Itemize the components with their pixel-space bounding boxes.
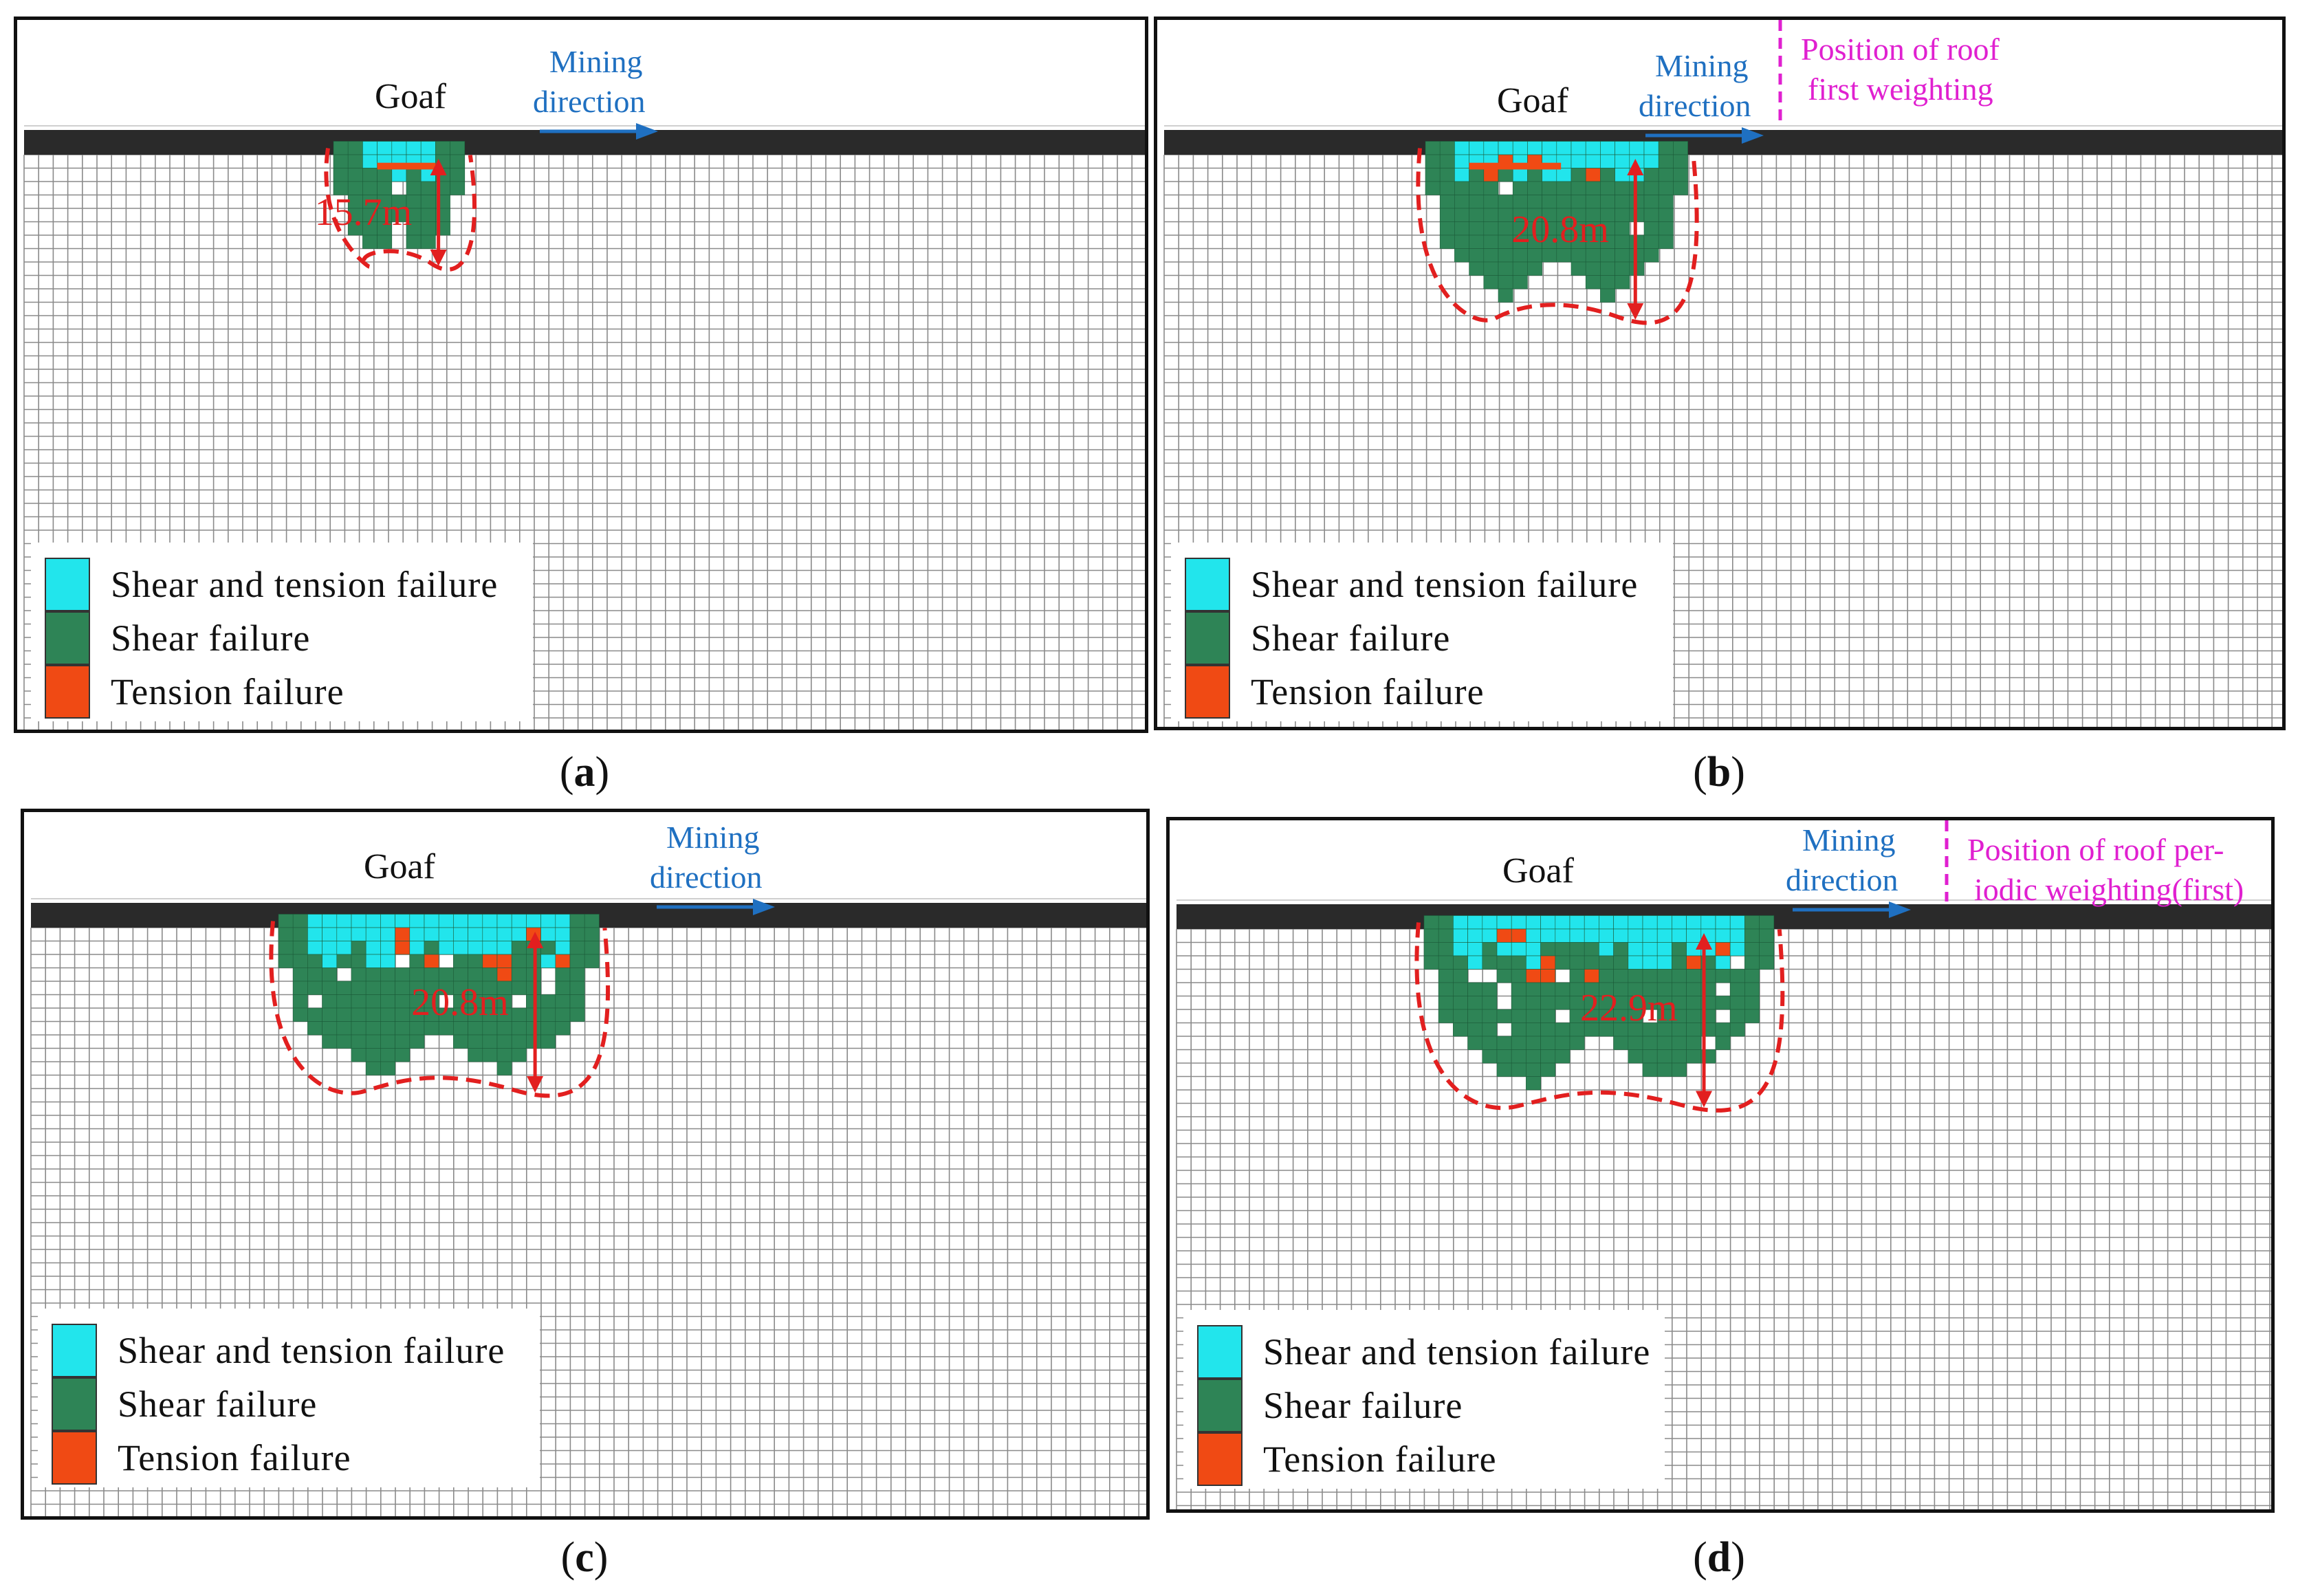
height-measurement: 22.9m — [1580, 987, 1678, 1030]
mining-label-line2: direction — [533, 84, 646, 119]
legend-label-shear: Shear failure — [111, 617, 311, 659]
legend-label-tension: Tension failure — [111, 671, 344, 712]
height-arrow — [430, 159, 447, 266]
panel-a-figure — [23, 123, 1145, 730]
weighting-position-label-line1: Position of roof per- — [1967, 832, 2224, 867]
legend-swatch-shear-tension — [1185, 558, 1230, 611]
legend-swatch-tension — [1185, 665, 1230, 719]
mining-direction-arrow — [1793, 901, 1911, 918]
failure-zone — [333, 141, 466, 249]
legend-label-tension: Tension failure — [1251, 671, 1485, 712]
panel-c-legend: Shear and tension failure Shear failure … — [38, 1309, 540, 1487]
mining-direction-arrow — [540, 123, 658, 140]
mining-label-line1: Mining — [1802, 822, 1896, 857]
height-arrow — [1627, 159, 1644, 320]
height-arrow — [1696, 933, 1713, 1108]
weighting-position-label-line1: Position of roof — [1801, 32, 2000, 67]
legend-swatch-shear-tension — [52, 1324, 97, 1377]
legend-label-shear-tension: Shear and tension failure — [1263, 1331, 1651, 1373]
legend-label-tension: Tension failure — [1263, 1439, 1497, 1480]
panel-b: Shear and tension failure Shear failure … — [1154, 17, 2286, 730]
tension-strip — [377, 162, 436, 170]
failure-boundary — [1414, 922, 1785, 1113]
coal-seam — [24, 130, 1145, 155]
legend-swatch-shear — [45, 611, 90, 665]
failure-boundary — [324, 148, 477, 272]
panel-d-figure — [1176, 820, 2271, 1509]
height-arrow — [527, 932, 544, 1093]
legend-swatch-shear-tension — [45, 558, 90, 611]
panel-c-caption: (c) — [560, 1534, 609, 1581]
weighting-position-label-line2: iodic weighting(first) — [1974, 872, 2244, 907]
height-measurement: 20.8m — [1511, 208, 1609, 251]
panel-c: Shear and tension failure Shear failure … — [21, 809, 1150, 1520]
mining-direction-arrow — [657, 899, 775, 915]
mining-direction-arrow — [1645, 127, 1764, 144]
failure-boundary — [269, 921, 611, 1098]
goaf-label: Goaf — [1493, 851, 1584, 891]
legend-label-shear-tension: Shear and tension failure — [1251, 564, 1639, 605]
failure-boundary — [1416, 148, 1699, 325]
goaf-label: Goaf — [1487, 80, 1578, 121]
panel-d-legend: Shear and tension failure Shear failure … — [1183, 1310, 1665, 1489]
legend-swatch-tension — [45, 665, 90, 719]
legend-swatch-shear-tension — [1197, 1325, 1243, 1379]
legend-swatch-shear — [52, 1377, 97, 1431]
mesh-grid — [23, 154, 1145, 730]
goaf-label: Goaf — [365, 76, 456, 117]
panel-a: Shear and tension failure Shear failure … — [14, 17, 1148, 733]
legend-swatch-shear — [1185, 611, 1230, 665]
mining-label-line2: direction — [1639, 88, 1751, 123]
weighting-position-label-line2: first weighting — [1808, 72, 1993, 107]
legend-label-shear: Shear failure — [1251, 617, 1451, 659]
legend-label-shear: Shear failure — [118, 1384, 318, 1425]
panel-b-legend: Shear and tension failure Shear failure … — [1171, 543, 1673, 721]
mesh-grid — [1163, 154, 2282, 727]
mining-label-line2: direction — [1786, 862, 1898, 897]
legend-swatch-tension — [52, 1431, 97, 1485]
mining-label-line1: Mining — [1655, 48, 1749, 83]
failure-zone — [1423, 915, 1775, 1091]
panel-d-caption: (d) — [1693, 1534, 1745, 1581]
tension-strip — [1469, 162, 1562, 170]
legend-label-shear-tension: Shear and tension failure — [111, 564, 499, 605]
panel-b-caption: (b) — [1693, 749, 1745, 796]
height-measurement: 15.7m — [314, 190, 413, 234]
legend-label-shear: Shear failure — [1263, 1385, 1463, 1426]
panel-b-figure — [1163, 20, 2282, 727]
mining-label-line1: Mining — [549, 44, 643, 79]
panel-a-legend: Shear and tension failure Shear failure … — [31, 543, 533, 721]
failure-zone — [1425, 141, 1688, 303]
goaf-label: Goaf — [354, 846, 445, 887]
mining-label-line1: Mining — [666, 820, 760, 855]
panel-c-figure — [30, 898, 1146, 1516]
legend-swatch-shear — [1197, 1379, 1243, 1432]
height-measurement: 20.8m — [411, 981, 509, 1024]
coal-seam — [1164, 130, 2282, 155]
legend-label-tension: Tension failure — [118, 1437, 351, 1478]
mining-label-line2: direction — [650, 860, 763, 895]
failure-zone — [278, 914, 600, 1075]
legend-label-shear-tension: Shear and tension failure — [118, 1330, 505, 1371]
panel-d: Shear and tension failure Shear failure … — [1166, 817, 2275, 1513]
legend-swatch-tension — [1197, 1432, 1243, 1486]
panel-a-caption: (a) — [559, 749, 610, 796]
